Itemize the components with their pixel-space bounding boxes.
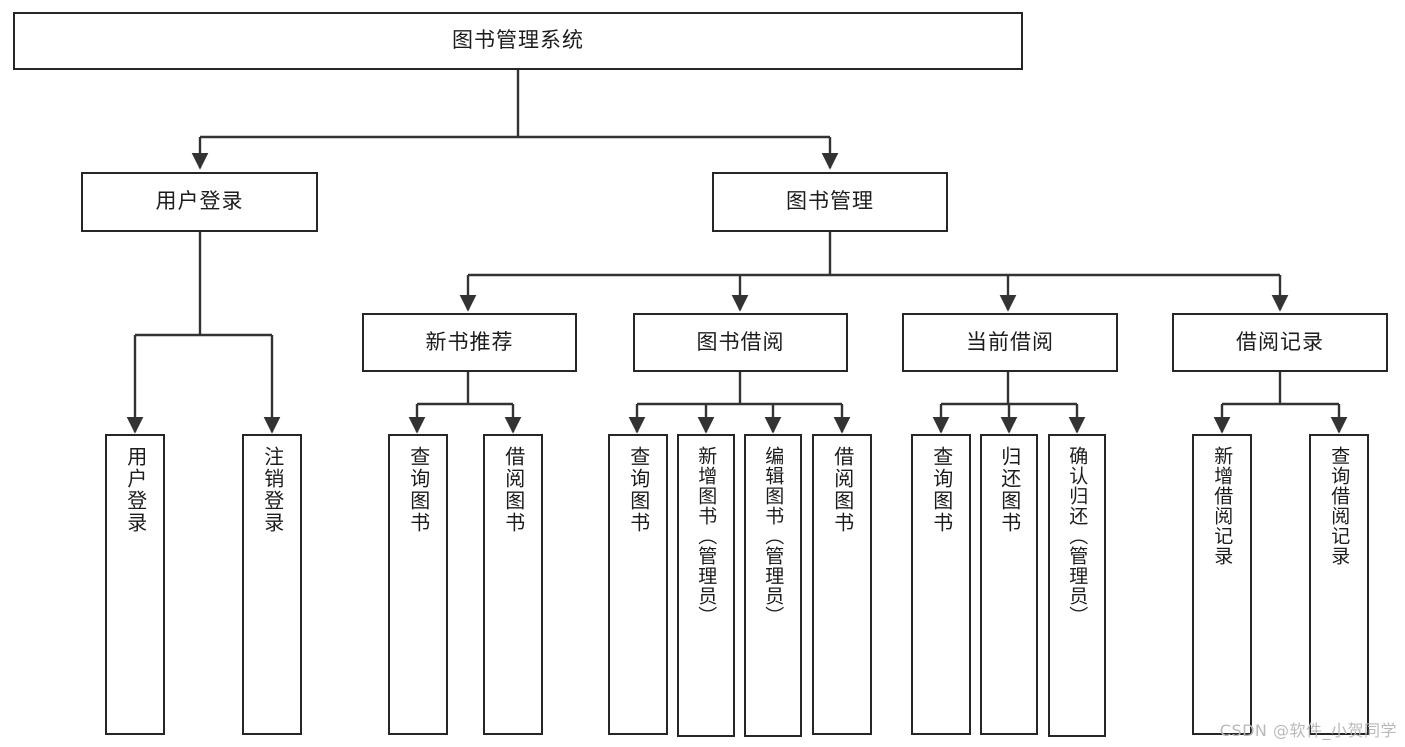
node-label: 新增图书（管理员） xyxy=(695,446,718,626)
node-label: 查询图书 xyxy=(406,446,431,534)
node-label: 确认归还（管理员） xyxy=(1066,446,1089,626)
node-label: 查询借阅记录 xyxy=(1328,446,1351,566)
node-label: 查询图书 xyxy=(929,446,954,534)
node-leaf-confirm-return[interactable]: 确认归还（管理员） xyxy=(1048,434,1106,737)
node-leaf-logout-login[interactable]: 注销登录 xyxy=(242,434,302,735)
node-leaf-return-book[interactable]: 归还图书 xyxy=(980,434,1038,735)
node-user-login[interactable]: 用户登录 xyxy=(81,172,318,232)
node-label: 归还图书 xyxy=(997,446,1022,534)
node-book-manage[interactable]: 图书管理 xyxy=(712,172,948,232)
node-label: 新书推荐 xyxy=(425,329,514,354)
node-label: 用户登录 xyxy=(155,189,244,214)
node-label: 图书管理 xyxy=(786,189,874,214)
node-book-borrow[interactable]: 图书借阅 xyxy=(633,313,848,372)
node-leaf-edit-book[interactable]: 编辑图书（管理员） xyxy=(744,434,802,737)
node-leaf-user-login[interactable]: 用户登录 xyxy=(105,434,165,735)
node-label: 图书借阅 xyxy=(696,329,785,354)
node-leaf-borrow-book-2[interactable]: 借阅图书 xyxy=(812,434,872,735)
node-leaf-query-book-3[interactable]: 查询图书 xyxy=(911,434,971,735)
node-borrow-record[interactable]: 借阅记录 xyxy=(1172,313,1388,372)
node-label: 注销登录 xyxy=(260,446,285,534)
node-label: 借阅图书 xyxy=(501,446,526,534)
node-new-book-recommend[interactable]: 新书推荐 xyxy=(362,313,577,372)
node-label: 用户登录 xyxy=(123,446,148,534)
node-leaf-add-record[interactable]: 新增借阅记录 xyxy=(1192,434,1252,735)
node-label: 查询图书 xyxy=(626,446,651,534)
node-label: 借阅记录 xyxy=(1236,329,1324,354)
node-leaf-add-book[interactable]: 新增图书（管理员） xyxy=(677,434,735,737)
node-label: 编辑图书（管理员） xyxy=(762,446,785,626)
node-leaf-query-book-1[interactable]: 查询图书 xyxy=(388,434,448,735)
node-leaf-borrow-book-1[interactable]: 借阅图书 xyxy=(483,434,543,735)
csdn-watermark: CSDN @软件_小贺同学 xyxy=(1219,721,1397,740)
node-current-borrow[interactable]: 当前借阅 xyxy=(902,313,1118,372)
node-label: 图书管理系统 xyxy=(452,28,584,53)
node-root-library-system[interactable]: 图书管理系统 xyxy=(13,12,1023,70)
node-label: 借阅图书 xyxy=(830,446,855,534)
node-leaf-query-book-2[interactable]: 查询图书 xyxy=(608,434,668,735)
node-leaf-query-record[interactable]: 查询借阅记录 xyxy=(1309,434,1369,735)
node-label: 新增借阅记录 xyxy=(1211,446,1234,566)
node-label: 当前借阅 xyxy=(966,329,1054,354)
